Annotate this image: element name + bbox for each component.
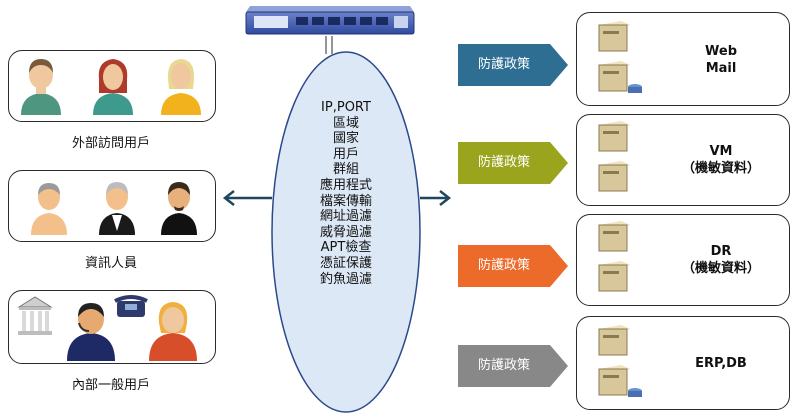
policy-arrow-2: 防護政策 — [458, 142, 568, 184]
server-label-line2: （機敏資料） — [681, 261, 760, 276]
policy-item: IP,PORT — [321, 100, 371, 115]
server-icon — [598, 221, 631, 292]
firewall-appliance-icon — [244, 4, 416, 38]
external-users-icon — [21, 59, 201, 115]
server-label: VM （機敏資料） — [661, 143, 781, 177]
policy-item: 國家 — [332, 131, 359, 147]
policy-item: 憑証保護 — [319, 255, 372, 271]
policy-item: 應用程式 — [319, 177, 372, 193]
it-staff-icon — [31, 182, 197, 235]
policy-item-list: IP,PORT 區域 國家 用戶 群組 應用程式 檔案傳輸 網址過濾 威脅過濾 … — [296, 100, 396, 287]
policy-item: 檔案傳輸 — [319, 193, 372, 209]
right-arrow — [420, 190, 452, 206]
external-users-box — [8, 50, 216, 122]
policy-item: 群組 — [332, 162, 359, 178]
server-icon — [598, 325, 642, 397]
policy-item: 網址過濾 — [319, 209, 372, 225]
policy-item: 威脅過濾 — [319, 224, 372, 240]
policy-ellipse — [271, 51, 421, 413]
server-box-web-mail: Web Mail — [576, 12, 790, 106]
it-staff-box — [8, 170, 216, 242]
server-label-line1: DR — [710, 244, 732, 259]
policy-item: 用戶 — [332, 146, 359, 162]
firewall-connector — [325, 36, 333, 54]
internal-users-box — [8, 290, 216, 364]
server-label-line1: Web — [705, 44, 737, 59]
policy-item: APT檢查 — [320, 240, 372, 256]
left-arrow — [222, 190, 272, 206]
policy-label: 防護政策 — [477, 258, 530, 273]
policy-arrow-4: 防護政策 — [458, 345, 568, 387]
policy-item: 區域 — [332, 115, 359, 131]
server-box-erp-db: ERP,DB — [576, 316, 790, 410]
internal-users-label: 內部一般用戶 — [71, 378, 150, 393]
server-box-dr: DR （機敏資料） — [576, 214, 790, 306]
server-label-line1: VM — [709, 144, 733, 159]
policy-item: 釣魚過濾 — [319, 271, 372, 287]
policy-label: 防護政策 — [477, 358, 530, 373]
policy-arrow-1: 防護政策 — [458, 44, 568, 86]
server-box-vm: VM （機敏資料） — [576, 114, 790, 206]
it-staff-label: 資訊人員 — [84, 256, 137, 271]
server-label-line2: Mail — [705, 61, 737, 76]
server-icon — [598, 121, 631, 192]
policy-label: 防護政策 — [477, 57, 530, 72]
internal-users-icon — [17, 295, 197, 361]
server-icon — [598, 21, 642, 93]
server-label-line2: （機敏資料） — [681, 161, 760, 176]
policy-label: 防護政策 — [477, 155, 530, 170]
external-users-label: 外部訪問用戶 — [71, 136, 150, 151]
server-label: Web Mail — [661, 43, 781, 77]
policy-arrow-3: 防護政策 — [458, 245, 568, 287]
server-label: DR （機敏資料） — [661, 243, 781, 277]
server-label: ERP,DB — [661, 355, 781, 372]
server-label-line1: ERP,DB — [695, 356, 747, 371]
